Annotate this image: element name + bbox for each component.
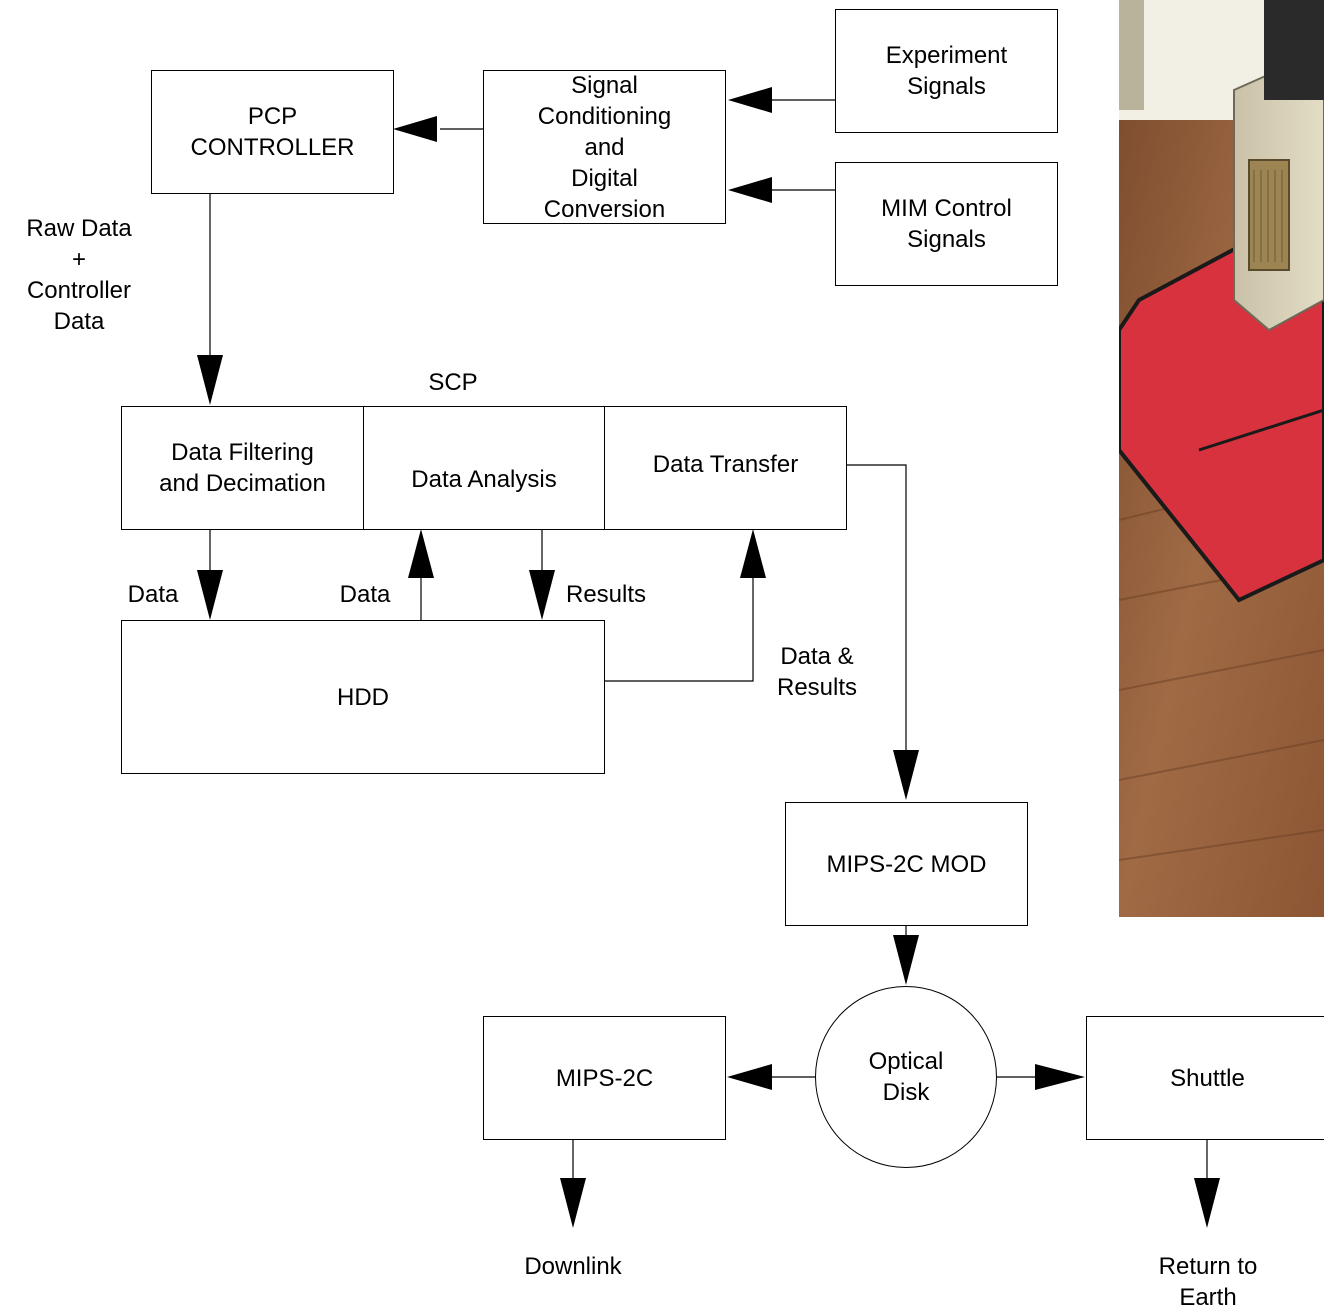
hdd-label: HDD [337,683,389,711]
arrowhead-into-mod [893,750,919,800]
results-label: Results [565,581,647,608]
arrowhead-into-signal-top [728,87,772,113]
signal-conditioning-box: Signal Conditioning and Digital Conversi… [483,70,726,224]
arrowhead-into-analysis [408,529,434,578]
shuttle-box: Shuttle [1086,1016,1324,1140]
data-transfer-label: Data Transfer [652,450,799,478]
signal-conditioning-label: Signal Conditioning and Digital Conversi… [537,71,672,223]
arrowhead-into-disk [893,935,919,985]
arrowhead-into-hdd-left [197,570,223,620]
experiment-signals-label: Experiment Signals [885,42,1008,100]
arrowhead-into-signal-bottom [728,177,772,203]
data-analysis-label: Data Analysis [411,465,557,493]
line-hdd-to-transfer [604,575,754,682]
line-transfer-to-mod [846,464,907,750]
arrowhead-into-pcp [393,116,437,142]
mips-2c-mod-label: MIPS-2C MOD [826,850,987,878]
arrowhead-downlink [560,1178,586,1228]
arrowhead-into-mips2c [727,1064,772,1090]
hardware-photo-illustration [1119,0,1324,917]
data-analysis-box: Data Analysis [363,406,605,530]
experiment-signals-box: Experiment Signals [835,9,1058,133]
hardware-photo [1119,0,1324,917]
arrowhead-into-filter [197,355,223,405]
scp-label: SCP [428,369,478,396]
arrowhead-into-transfer [740,529,766,578]
data-mid-label: Data [339,581,391,608]
raw-data-label: Raw Data + Controller Data [26,215,132,335]
data-filtering-box: Data Filtering and Decimation [121,406,364,530]
data-transfer-box: Data Transfer [604,406,847,530]
mips-2c-label: MIPS-2C [555,1064,654,1092]
pcp-controller-label: PCP CONTROLLER [190,103,355,161]
mips-2c-mod-box: MIPS-2C MOD [785,802,1028,926]
optical-disk-circle: Optical Disk [815,986,997,1168]
shuttle-label: Shuttle [1170,1064,1245,1092]
mips-2c-box: MIPS-2C [483,1016,726,1140]
mim-control-signals-label: MIM Control Signals [881,195,1012,253]
data-left-label: Data [127,581,179,608]
data-filtering-label: Data Filtering and Decimation [159,439,326,497]
hdd-box: HDD [121,620,605,774]
return-to-earth-label: Return to Earth [1158,1253,1258,1311]
mim-control-signals-box: MIM Control Signals [835,162,1058,286]
arrowhead-into-shuttle [1035,1064,1085,1090]
arrowhead-into-hdd-results [529,570,555,620]
pcp-controller-box: PCP CONTROLLER [151,70,394,194]
arrowhead-earth [1194,1178,1220,1228]
optical-disk-label: Optical Disk [868,1048,944,1106]
data-results-label: Data & Results [776,643,858,701]
downlink-label: Downlink [524,1253,622,1280]
